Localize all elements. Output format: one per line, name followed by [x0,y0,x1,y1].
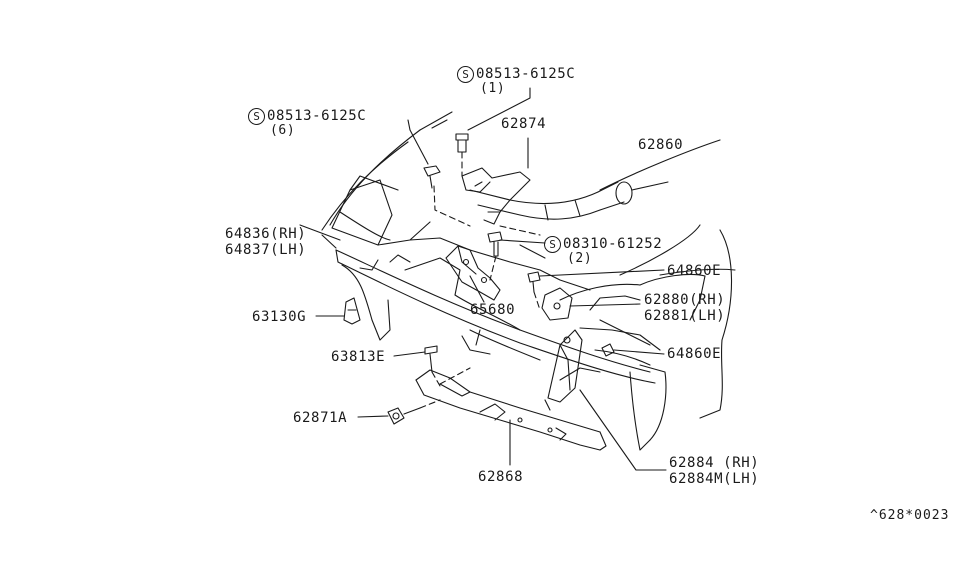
upper-bracket [461,167,531,225]
center-bracket [445,245,501,301]
label-lower-stay[interactable]: 62868 [478,469,524,485]
body-outline [299,111,733,451]
side-stay [544,329,583,411]
fasteners [343,133,615,425]
s-symbol-bolt-top: S [457,66,474,83]
label-bolt-left[interactable]: 08513-6125C [267,108,367,124]
diagram-reference-code: ^628*0023 [870,508,950,523]
label-bracket-center[interactable]: 65680 [470,302,516,318]
s-symbol-screw-center: S [544,236,561,253]
right-body [559,268,736,381]
label-bolt-lower[interactable]: 62871A [293,410,348,426]
label-side-stay-lh[interactable]: 62884M(LH) [669,471,760,487]
lower-stay [415,369,607,451]
air-duct [469,181,633,221]
label-clip-b[interactable]: 64860E [667,346,722,362]
label-clip-rivet[interactable]: 63813E [331,349,386,365]
label-seal-lh[interactable]: 64837(LH) [225,242,307,258]
label-seal-rh[interactable]: 64836(RH) [225,226,307,242]
label-screw-center-qty: (2) [567,251,593,266]
seal-panel [331,175,431,246]
label-bolt-top[interactable]: 08513-6125C [476,66,576,82]
label-bracket-side-lh[interactable]: 62881(LH) [644,308,726,324]
assembly-lines [419,151,541,409]
core-support [335,237,656,384]
label-clip-left[interactable]: 63130G [252,309,307,325]
label-bracket-upper[interactable]: 62874 [501,116,547,132]
label-screw-center[interactable]: 08310-61252 [563,236,663,252]
leader-lines [315,87,669,471]
label-side-stay-rh[interactable]: 62884 (RH) [669,455,760,471]
s-symbol-bolt-left: S [248,108,265,125]
label-air-duct[interactable]: 62860 [638,137,684,153]
label-bracket-side-rh[interactable]: 62880(RH) [644,292,726,308]
label-bolt-top-qty: (1) [480,81,506,96]
side-bracket [541,287,573,321]
label-bolt-left-qty: (6) [270,123,296,138]
label-clip-a[interactable]: 64860E [667,263,722,279]
